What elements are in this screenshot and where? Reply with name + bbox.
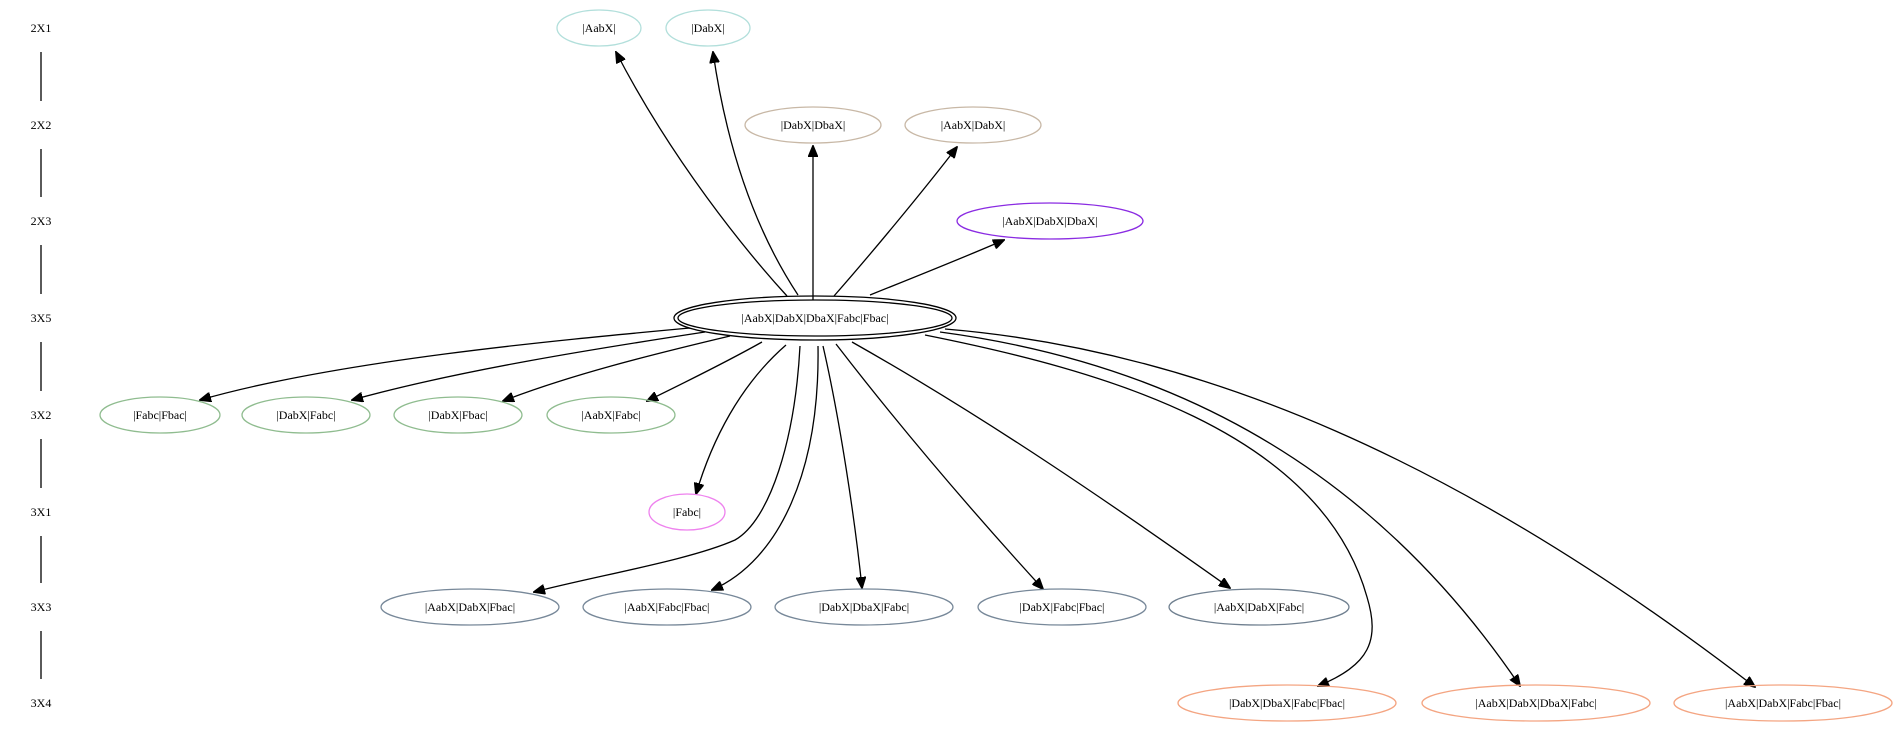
- edge-aabx-dabx-dbax-fabc-fbac-to-fabc-fbac: [200, 327, 691, 400]
- node-ellipse: [774, 588, 954, 626]
- node-aabx-dabx-dbax-fabc-fbac[interactable]: |AabX|DabX|DbaX|Fabc|Fbac|: [673, 295, 957, 341]
- node-aabx-dabx-fabc-fbac[interactable]: |AabX|DabX|Fabc|Fbac|: [1673, 684, 1893, 722]
- node-ellipse: [904, 106, 1042, 144]
- edge-aabx-dabx-dbax-fabc-fbac-to-aabx-dabx-dbax: [869, 240, 1004, 296]
- rank-label-3x3: 3X3: [31, 600, 52, 614]
- node-ellipse: [677, 299, 953, 337]
- node-dabx[interactable]: |DabX|: [665, 9, 751, 47]
- node-label: |AabX|DabX|Fbac|: [425, 600, 515, 614]
- edge-aabx-dabx-dbax-fabc-fbac-to-dabx-fabc-fbac: [835, 343, 1043, 589]
- nodes: |AabX|DabX|DbaX|Fabc|Fbac| |AabX| |DabX| |D…: [99, 9, 1893, 722]
- node-label: |DabX|DbaX|: [781, 118, 846, 132]
- node-label: |DabX|DbaX|Fabc|: [819, 600, 909, 614]
- rank-label-3x4: 3X4: [31, 696, 52, 710]
- node-label: |AabX|DabX|DbaX|Fabc|Fbac|: [741, 311, 888, 325]
- rank-axis: 2X1 2X2 2X3 3X5 3X2 3X1 3X3 3X4: [31, 21, 52, 710]
- node-ellipse: [1168, 588, 1350, 626]
- node-ellipse: [744, 106, 882, 144]
- node-aabx-dabx-fbac[interactable]: |AabX|DabX|Fbac|: [380, 588, 560, 626]
- node-ellipse: [648, 493, 726, 531]
- rank-label-3x2: 3X2: [31, 408, 52, 422]
- node-ellipse: [1177, 684, 1397, 722]
- node-fabc-fbac[interactable]: |Fabc|Fbac|: [99, 396, 221, 434]
- node-aabx-dabx[interactable]: |AabX|DabX|: [904, 106, 1042, 144]
- edge-aabx-dabx-dbax-fabc-fbac-to-aabx-dabx-fabc-fbac: [944, 328, 1755, 687]
- node-ellipse: [582, 588, 752, 626]
- node-ellipse: [665, 9, 751, 47]
- edge-aabx-dabx-dbax-fabc-fbac-to-aabx-dabx-fbac: [534, 345, 801, 592]
- node-dabx-dbax-fabc[interactable]: |DabX|DbaX|Fabc|: [774, 588, 954, 626]
- edge-aabx-dabx-dbax-fabc-fbac-to-dabx: [713, 52, 799, 296]
- node-aabx-dabx-dbax-fabc[interactable]: |AabX|DabX|DbaX|Fabc|: [1421, 684, 1651, 722]
- node-label: |AabX|DabX|: [941, 118, 1006, 132]
- node-ellipse: [546, 396, 676, 434]
- node-label: |AabX|Fabc|: [581, 408, 640, 422]
- edge-aabx-dabx-dbax-fabc-fbac-to-aabx-dabx: [833, 147, 957, 297]
- edge-aabx-dabx-dbax-fabc-fbac-to-aabx-fabc: [647, 341, 763, 401]
- node-ellipse: [1421, 684, 1651, 722]
- node-aabx-fabc[interactable]: |AabX|Fabc|: [546, 396, 676, 434]
- node-aabx-fabc-fbac[interactable]: |AabX|Fabc|Fbac|: [582, 588, 752, 626]
- node-ellipse: [393, 396, 523, 434]
- node-ellipse: [380, 588, 560, 626]
- node-label: |AabX|: [582, 21, 615, 35]
- node-label: |AabX|DabX|Fabc|: [1214, 600, 1304, 614]
- node-aabx-dabx-fabc[interactable]: |AabX|DabX|Fabc|: [1168, 588, 1350, 626]
- node-ellipse: [99, 396, 221, 434]
- node-label: |DabX|Fabc|Fbac|: [1020, 600, 1105, 614]
- rank-label-3x1: 3X1: [31, 505, 52, 519]
- edge-aabx-dabx-dbax-fabc-fbac-to-aabx: [616, 52, 788, 297]
- rank-label-2x2: 2X2: [31, 118, 52, 132]
- node-ellipse: [956, 202, 1144, 240]
- node-ellipse: [1673, 684, 1893, 722]
- node-label: |AabX|DabX|Fabc|Fbac|: [1725, 696, 1841, 710]
- edge-aabx-dabx-dbax-fabc-fbac-to-dabx-fbac: [503, 335, 731, 401]
- node-label: |AabX|DabX|DbaX|: [1002, 214, 1098, 228]
- node-aabx[interactable]: |AabX|: [556, 9, 642, 47]
- node-label: |DabX|: [691, 21, 724, 35]
- node-ellipse-outer: [673, 295, 957, 341]
- node-label: |AabX|Fabc|Fbac|: [625, 600, 710, 614]
- node-label: |DabX|DbaX|Fabc|Fbac|: [1229, 696, 1345, 710]
- rank-label-3x5: 3X5: [31, 311, 52, 325]
- edge-aabx-dabx-dbax-fabc-fbac-to-dabx-fabc: [352, 331, 706, 400]
- edge-aabx-dabx-dbax-fabc-fbac-to-aabx-dabx-dbax-fabc: [939, 331, 1520, 686]
- edge-aabx-dabx-dbax-fabc-fbac-to-aabx-fabc-fbac: [712, 345, 819, 590]
- rank-label-2x1: 2X1: [31, 21, 52, 35]
- rank-label-2x3: 2X3: [31, 214, 52, 228]
- node-aabx-dabx-dbax[interactable]: |AabX|DabX|DbaX|: [956, 202, 1144, 240]
- node-label: |DabX|Fabc|: [276, 408, 335, 422]
- node-fabc[interactable]: |Fabc|: [648, 493, 726, 531]
- node-label: |Fabc|: [673, 505, 701, 519]
- node-dabx-dbax-fabc-fbac[interactable]: |DabX|DbaX|Fabc|Fbac|: [1177, 684, 1397, 722]
- edge-aabx-dabx-dbax-fabc-fbac-to-fabc: [696, 344, 787, 494]
- node-ellipse: [977, 588, 1147, 626]
- node-dabx-fbac[interactable]: |DabX|Fbac|: [393, 396, 523, 434]
- node-dabx-dbax[interactable]: |DabX|DbaX|: [744, 106, 882, 144]
- edge-aabx-dabx-dbax-fabc-fbac-to-dabx-dbax-fabc: [822, 345, 862, 588]
- edges: [200, 52, 1755, 687]
- node-ellipse: [241, 396, 371, 434]
- node-label: |Fabc|Fbac|: [133, 408, 187, 422]
- node-dabx-fabc-fbac[interactable]: |DabX|Fabc|Fbac|: [977, 588, 1147, 626]
- node-label: |DabX|Fbac|: [428, 408, 487, 422]
- node-ellipse: [556, 9, 642, 47]
- node-label: |AabX|DabX|DbaX|Fabc|: [1475, 696, 1596, 710]
- edge-aabx-dabx-dbax-fabc-fbac-to-aabx-dabx-fabc: [851, 341, 1230, 588]
- edge-aabx-dabx-dbax-fabc-fbac-to-dabx-dbax-fabc-fbac: [924, 334, 1373, 686]
- node-dabx-fabc[interactable]: |DabX|Fabc|: [241, 396, 371, 434]
